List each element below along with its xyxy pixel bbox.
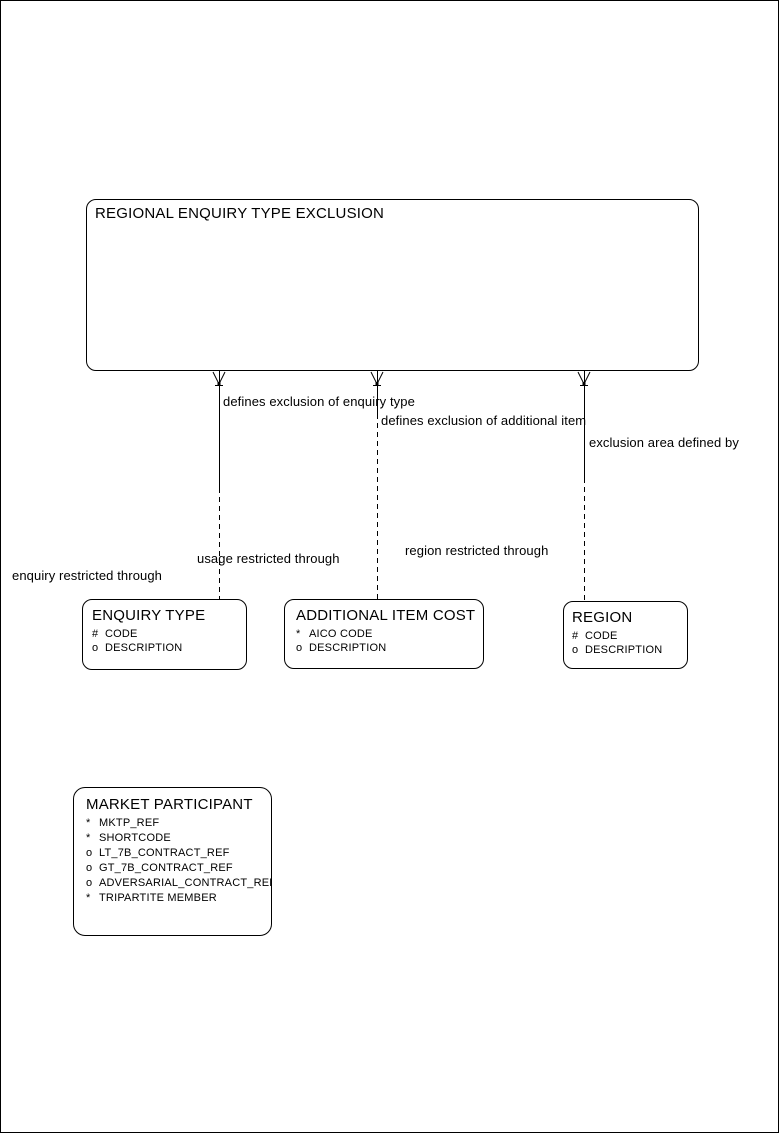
relationship-line-region [577,371,591,601]
relationship-label-enquiry-restricted-through: enquiry restricted through [12,568,163,583]
attribute-name: CODE [585,630,618,642]
attribute-row: * SHORTCODE [86,831,271,846]
attribute-marker: o [296,642,303,654]
crows-foot-junction [217,382,221,385]
entity-title: REGIONAL ENQUIRY TYPE EXCLUSION [95,205,385,222]
attribute-name: DESCRIPTION [105,642,183,654]
entity-enquiry-type[interactable]: ENQUIRY TYPE # CODE o DESCRIPTION [82,599,247,670]
attribute-name: LT_7B_CONTRACT_REF [99,847,230,859]
attribute-row: * TRIPARTITE MEMBER [86,891,271,906]
attribute-row: o DESCRIPTION [296,641,483,655]
attribute-name: SHORTCODE [99,832,171,844]
attribute-name: DESCRIPTION [585,644,663,656]
attribute-row: # CODE [572,629,687,643]
relationship-label-defines-exclusion-of-additional-item: defines exclusion of additional item [381,413,587,428]
attribute-marker: * [296,628,301,640]
attribute-name: GT_7B_CONTRACT_REF [99,862,233,874]
attribute-row: * AICO CODE [296,627,483,641]
attribute-name: AICO CODE [309,628,373,640]
attribute-row: o DESCRIPTION [92,641,246,655]
entity-market-participant[interactable]: MARKET PARTICIPANT *MKTP_REF *SHORTCODE … [73,787,272,936]
entity-title: ADDITIONAL ITEM COST [296,607,476,624]
entity-additional-item-cost[interactable]: ADDITIONAL ITEM COST * AICO CODE o DESCRIP… [284,599,484,669]
attribute-marker: o [86,847,93,859]
entity-title: ENQUIRY TYPE [92,607,206,624]
relationship-label-defines-exclusion-of-enquiry-type: defines exclusion of enquiry type [223,394,415,409]
attribute-name: MKTP_REF [99,817,160,829]
attribute-marker: * [86,892,91,904]
attribute-row: * MKTP_REF [86,816,271,831]
attribute-name: ADVERSARIAL_CONTRACT_REF [99,877,272,889]
relationship-label-usage-restricted-through: usage restricted through [197,551,340,566]
entity-region[interactable]: REGION # CODE o DESCRIPTION [563,601,688,669]
attribute-marker: # [572,630,579,642]
crows-foot-junction [582,382,586,385]
attribute-row: o LT_7B_CONTRACT_REF [86,846,271,861]
attribute-name: DESCRIPTION [309,642,387,654]
relationship-label-region-restricted-through: region restricted through [405,543,549,558]
attribute-name: CODE [105,628,138,640]
attribute-row: o GT_7B_CONTRACT_REF [86,861,271,876]
attribute-row: o ADVERSARIAL_CONTRACT_REF [86,876,271,891]
attribute-name: TRIPARTITE MEMBER [99,892,217,904]
entity-title: REGION [572,609,633,626]
entity-title: MARKET PARTICIPANT [86,796,253,813]
crows-foot-icon [370,371,384,386]
attribute-marker: o [572,644,579,656]
entity-regional-enquiry-type-exclusion[interactable]: REGIONAL ENQUIRY TYPE EXCLUSION [86,199,699,371]
crows-foot-icon [212,371,226,386]
attribute-marker: * [86,832,91,844]
crows-foot-icon [577,371,591,386]
attribute-marker: * [86,817,91,829]
attribute-row: o DESCRIPTION [572,643,687,657]
crows-foot-junction [375,382,379,385]
attribute-row: # CODE [92,627,246,641]
attribute-marker: o [86,862,93,874]
relationship-label-exclusion-area-defined-by: exclusion area defined by [589,435,739,450]
attribute-marker: # [92,628,99,640]
attribute-marker: o [86,877,93,889]
attribute-marker: o [92,642,99,654]
